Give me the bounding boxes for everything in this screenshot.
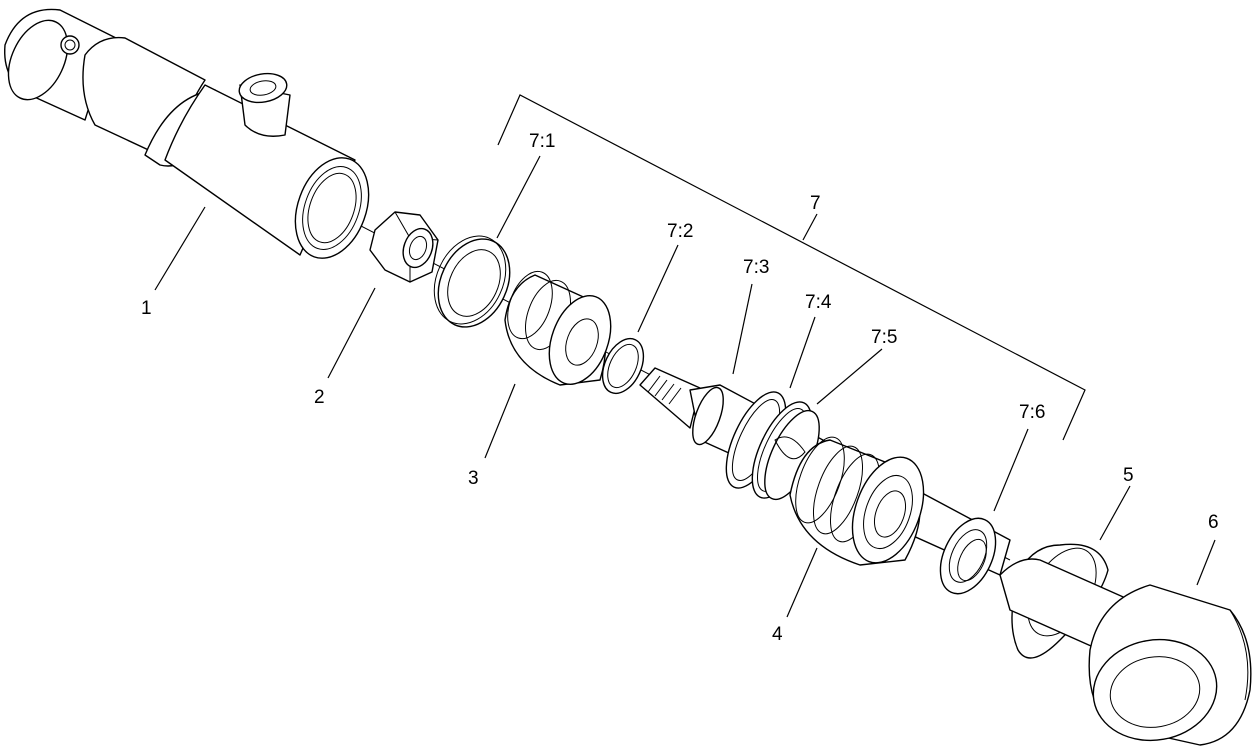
part-1-cylinder-barrel — [4, 8, 370, 259]
leader-7 — [802, 213, 818, 241]
kit-7-bracket — [497, 94, 1086, 441]
leader-5 — [1099, 485, 1131, 541]
callout-6: 6 — [1208, 512, 1219, 533]
callout-2: 2 — [314, 387, 325, 408]
part-7-2-o-ring — [601, 337, 645, 395]
leader-2 — [327, 287, 376, 379]
callout-7-1: 7:1 — [529, 131, 555, 152]
callout-7-4: 7:4 — [805, 292, 832, 313]
callout-7-3: 7:3 — [743, 257, 769, 278]
callout-7-5: 7:5 — [871, 327, 897, 348]
leader-7-5 — [816, 348, 883, 405]
part-6-rod-eye — [999, 558, 1252, 746]
leader-3 — [484, 383, 516, 459]
callout-1: 1 — [141, 298, 152, 319]
callout-3: 3 — [468, 468, 479, 489]
leader-7-2 — [637, 244, 679, 333]
leader-1 — [154, 206, 206, 291]
part-4-piston — [789, 436, 925, 566]
callout-7-2: 7:2 — [667, 221, 693, 242]
callout-7-6: 7:6 — [1019, 402, 1045, 423]
part-2-hex-nut — [369, 211, 439, 283]
leader-7-3 — [732, 283, 753, 375]
callout-7: 7 — [810, 193, 821, 214]
leader-7-6 — [993, 428, 1029, 512]
leader-7-4 — [789, 316, 816, 389]
callout-5: 5 — [1123, 465, 1134, 486]
part-7-1-wiper-ring — [433, 235, 511, 328]
callout-4: 4 — [772, 624, 783, 645]
part-3-gland — [504, 270, 612, 386]
leader-4 — [786, 547, 818, 618]
leader-6 — [1196, 539, 1216, 586]
leader-7-1 — [496, 155, 541, 239]
part-7-6-seal-ring — [939, 517, 997, 595]
